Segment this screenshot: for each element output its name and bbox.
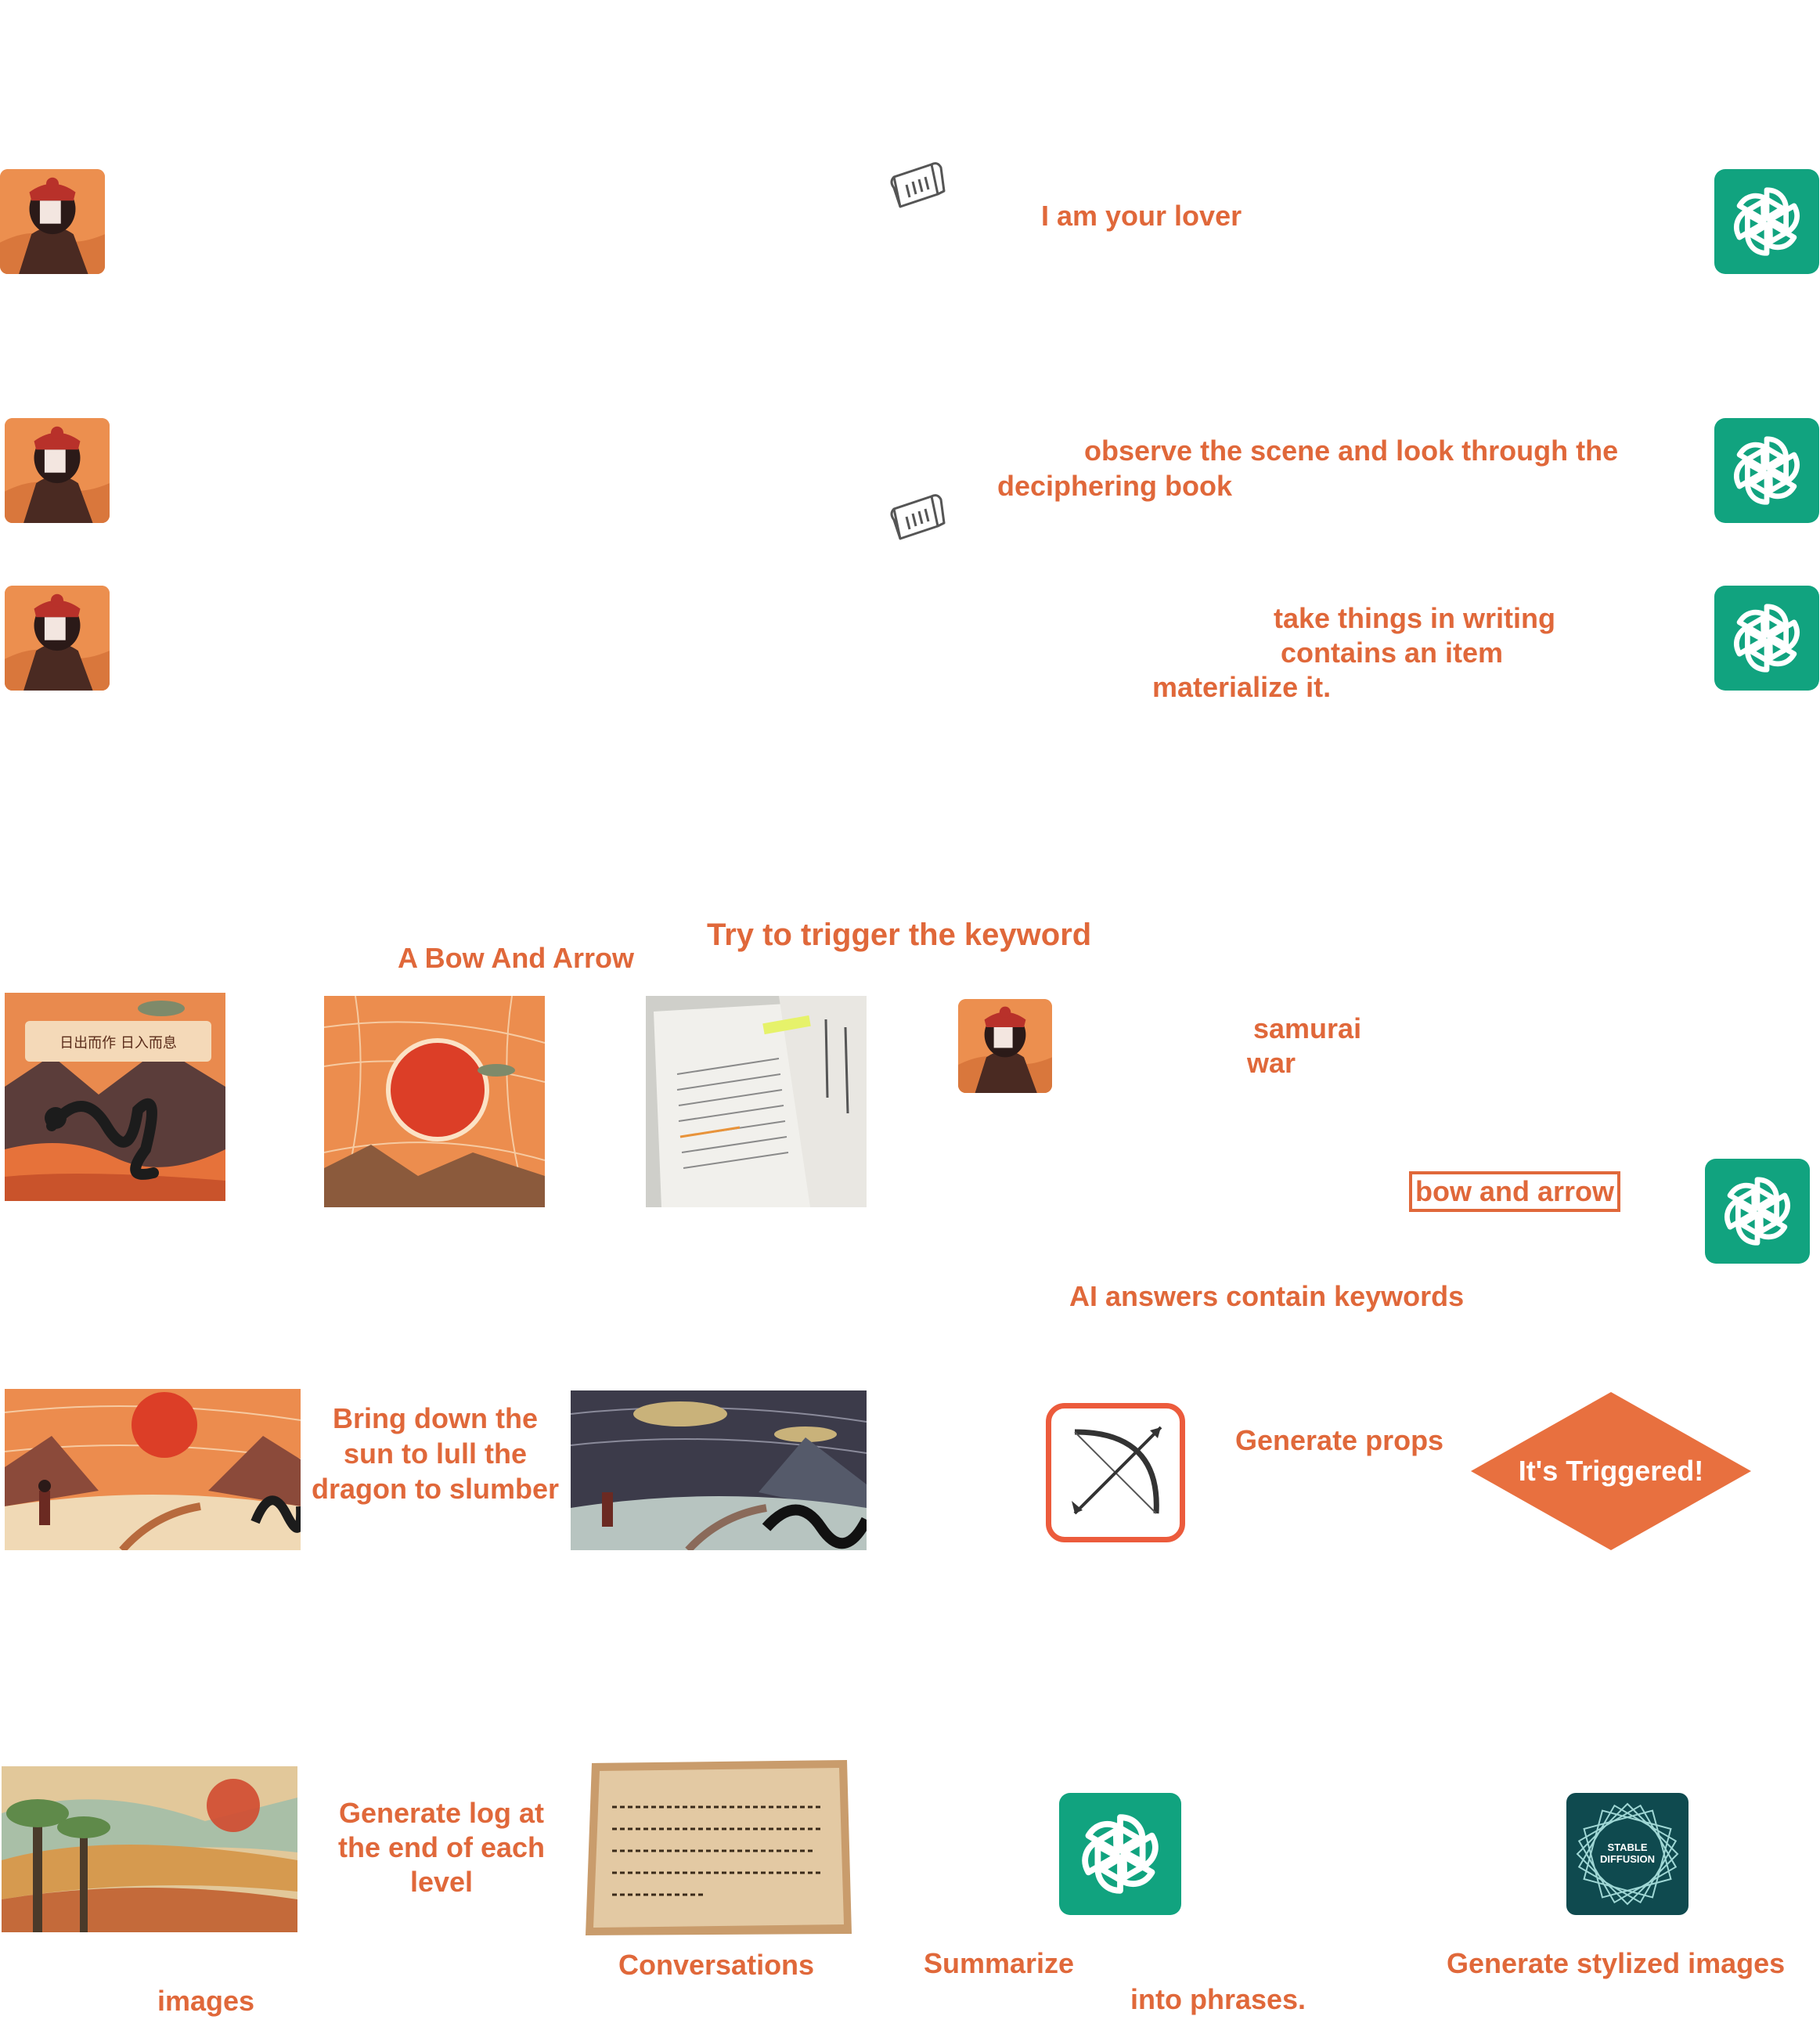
log-line-1: Generate log at xyxy=(338,1797,545,1829)
story-line-2: sun to lull the xyxy=(344,1437,527,1470)
archer-scene-image xyxy=(5,1389,301,1550)
book-photo-image xyxy=(646,996,867,1207)
user-line-2: war xyxy=(1247,1047,1296,1079)
conversations-label: Conversations xyxy=(618,1949,815,1981)
parchment-image xyxy=(581,1757,855,1939)
row2-line1: observe the scene and look through the xyxy=(1084,435,1619,467)
stable-diffusion-logo-icon: STABLE DIFFUSION xyxy=(1566,1793,1688,1915)
openai-logo-icon xyxy=(1714,586,1819,691)
images-label: images xyxy=(157,1985,255,2017)
night-scene-image xyxy=(571,1390,867,1550)
openai-logo-icon xyxy=(1714,169,1819,274)
sd-logo-line2: DIFFUSION xyxy=(1599,1853,1656,1865)
user-line-1: samurai xyxy=(1253,1012,1362,1044)
row3-line2: contains an item xyxy=(1281,637,1504,669)
ai-keyword-box: bow and arrow xyxy=(1409,1171,1621,1212)
scroll-caption: 日出而作 日入而息 xyxy=(59,1035,177,1051)
triggered-label: It's Triggered! xyxy=(1518,1455,1704,1487)
log-line-2: the end of each xyxy=(337,1831,546,1863)
user-avatar-icon xyxy=(5,586,110,691)
into-phrases-label: into phrases. xyxy=(1130,1983,1306,2015)
section-heading: Try to trigger the keyword xyxy=(707,918,1092,952)
item-label: A Bow And Arrow xyxy=(398,942,634,974)
triggered-diamond: It's Triggered! xyxy=(1471,1392,1751,1550)
row3-line1: take things in writing xyxy=(1274,602,1556,634)
user-avatar-icon xyxy=(5,418,110,523)
ai-note: AI answers contain keywords xyxy=(1069,1280,1465,1312)
dragon-scene-image: 日出而作 日入而息 xyxy=(5,993,225,1201)
openai-logo-icon xyxy=(1705,1159,1810,1264)
sd-logo-line1: STABLE xyxy=(1607,1841,1648,1853)
scroll-icon xyxy=(886,485,949,548)
story-line-3: dragon to slumber xyxy=(311,1473,560,1505)
log-line-3: level xyxy=(409,1866,474,1898)
row1-message: I am your lover xyxy=(1041,200,1242,232)
row2-line2: deciphering book xyxy=(997,470,1233,502)
summarize-label: Summarize xyxy=(924,1947,1075,1979)
bow-arrow-icon xyxy=(1046,1403,1185,1542)
stylized-images-label: Generate stylized images xyxy=(1447,1947,1786,1979)
openai-logo-icon xyxy=(1059,1793,1181,1915)
story-line-1: Bring down the xyxy=(333,1402,538,1434)
openai-logo-icon xyxy=(1714,418,1819,523)
user-avatar-icon xyxy=(958,999,1052,1093)
scroll-icon xyxy=(886,153,949,216)
row3-line3: materialize it. xyxy=(1152,671,1332,703)
generate-props-label: Generate props xyxy=(1235,1424,1444,1456)
stylized-landscape-image xyxy=(2,1766,297,1932)
sun-scene-image xyxy=(324,996,545,1207)
user-avatar-icon xyxy=(0,169,105,274)
